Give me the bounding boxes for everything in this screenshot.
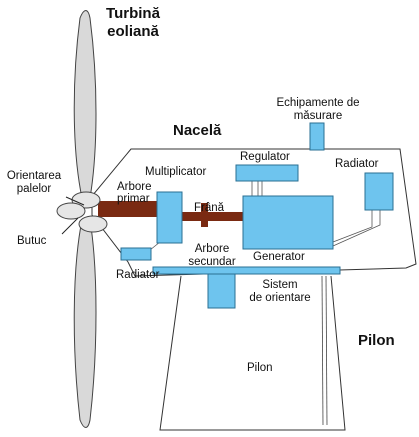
pitch-label-line2: palelor <box>16 183 52 195</box>
tower <box>159 275 346 431</box>
pitch-label-line1: Orientarea <box>6 170 62 182</box>
blade-upper <box>73 10 97 199</box>
yaw-label-line1: Sistem <box>262 279 298 291</box>
hub-label: Butuc <box>17 235 47 247</box>
blade-lower <box>73 219 97 428</box>
regulator-label: Regulator <box>240 151 290 163</box>
tower-label: Pilon <box>247 362 273 374</box>
title-line1: Turbină <box>106 5 160 22</box>
yaw-base-bar <box>152 266 341 275</box>
brake-label: Frână <box>194 202 225 214</box>
brake-disc <box>201 203 208 227</box>
pointer-lines <box>61 196 85 235</box>
equipment-label-line2: măsurare <box>293 110 343 122</box>
primary-shaft-label-line1: Arbore <box>117 181 152 193</box>
generator-box <box>242 195 334 250</box>
regulator-box <box>235 164 299 182</box>
primary-shaft-label-line2: primar <box>117 193 150 205</box>
yaw-system-box <box>207 273 236 309</box>
radiator-top-box <box>364 172 394 211</box>
multiplier-label: Multiplicator <box>145 166 207 178</box>
primary-shaft <box>98 201 158 217</box>
secondary-shaft <box>181 212 243 221</box>
secondary-shaft-label-line1: Arbore <box>194 243 230 255</box>
multiplier-box <box>156 191 183 244</box>
generator-label: Generator <box>253 251 305 263</box>
equipment-label-line1: Echipamente de <box>276 97 360 109</box>
title-line2: eoliană <box>107 23 159 40</box>
radiator-top-label: Radiator <box>335 158 379 170</box>
measurement-equipment <box>309 122 325 151</box>
nacelle-label: Nacelă <box>173 122 222 139</box>
secondary-shaft-label-line2: secundar <box>188 256 236 268</box>
yaw-label-line2: de orientare <box>249 292 311 304</box>
tower-label-bold: Pilon <box>358 332 395 349</box>
radiator-bottom-box <box>120 247 152 261</box>
radiator-bottom-label: Radiator <box>116 269 160 281</box>
